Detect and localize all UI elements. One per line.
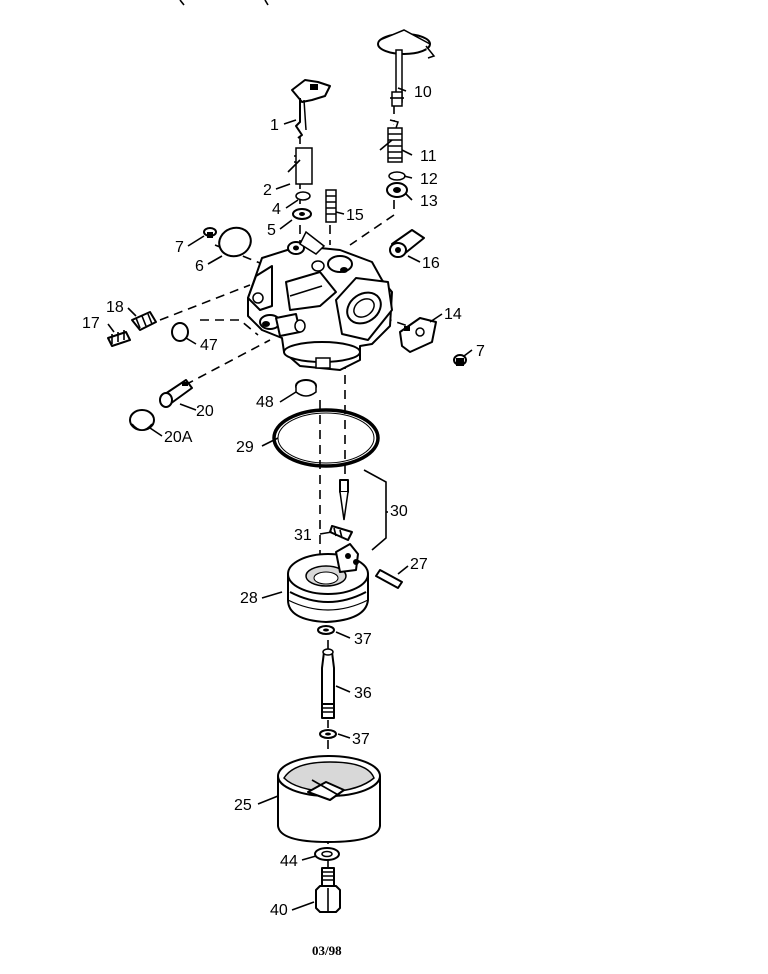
callout-12: 12: [420, 171, 438, 188]
callout-20: 20: [196, 403, 214, 420]
part-37-washer-lower: [319, 729, 337, 739]
callout-30: 30: [390, 503, 408, 520]
footer-date-code: 03/98: [312, 943, 342, 958]
assembly-dashed-lines: [159, 105, 421, 870]
callout-29: 29: [236, 439, 254, 456]
part-7-screw-right: [453, 354, 467, 366]
part-37-washer-upper: [317, 625, 335, 635]
part-10-lever: [377, 29, 436, 107]
callout-4: 4: [272, 201, 281, 218]
part-2-spring: [287, 147, 313, 185]
callout-27: 27: [410, 556, 428, 573]
callout-5: 5: [267, 222, 276, 239]
callout-47: 47: [200, 337, 218, 354]
callout-14: 14: [444, 306, 462, 323]
part-6-throttle-plate: [218, 226, 252, 258]
callout-11: 11: [420, 148, 437, 165]
callout-6: 6: [195, 258, 204, 275]
part-36-jet-tube: [321, 648, 335, 719]
part-20-nozzle: [159, 379, 193, 408]
callout-18: 18: [106, 299, 124, 316]
callout-31: 31: [294, 527, 312, 544]
part-31-needle: [329, 479, 353, 541]
callout-13: 13: [420, 193, 438, 210]
callout-labels: 1 2 4 5 7 6 10 11 12 13 15 16 14 7 18 17…: [82, 84, 485, 919]
part-18-spring: [131, 311, 157, 331]
part-14-cover: [399, 317, 437, 353]
part-5-seal: [292, 208, 312, 220]
part-28-float: [287, 543, 369, 623]
callout-44: 44: [280, 853, 298, 870]
part-15-screw: [325, 189, 337, 223]
callout-37-lower: 37: [352, 731, 370, 748]
callout-36: 36: [354, 685, 372, 702]
part-11-spring: [379, 119, 403, 163]
callout-48: 48: [256, 394, 274, 411]
part-25-bowl: [277, 755, 381, 843]
part-47-plug: [171, 322, 189, 342]
callout-7-left: 7: [175, 239, 184, 256]
part-1-throttle-lever: [291, 79, 331, 139]
part-12-washer: [388, 171, 406, 181]
callout-28: 28: [240, 590, 258, 607]
top-edge-artifact: [179, 0, 269, 6]
leader-lines: [107, 87, 473, 911]
carburetor-body: [247, 230, 393, 371]
callout-1: 1: [270, 117, 279, 134]
callout-37-upper: 37: [354, 631, 372, 648]
callout-2: 2: [263, 182, 272, 199]
part-16-fuel-inlet: [389, 229, 425, 258]
part-17-idle-screw: [107, 330, 131, 347]
part-4-washer: [295, 191, 311, 201]
callout-7-right: 7: [476, 343, 485, 360]
part-40-bowl-nut: [315, 867, 341, 913]
part-44-washer: [314, 847, 340, 861]
callout-40: 40: [270, 902, 288, 919]
part-27-pin: [375, 569, 403, 589]
part-48-seal: [295, 379, 317, 397]
callout-20a: 20A: [164, 429, 193, 446]
callout-25: 25: [234, 797, 252, 814]
part-20a-cap: [129, 409, 155, 431]
part-7-screw-left: [203, 227, 217, 238]
callout-10: 10: [414, 84, 432, 101]
callout-17: 17: [82, 315, 100, 332]
callout-16: 16: [422, 255, 440, 272]
part-30-bracket: [363, 469, 387, 551]
part-29-gasket: [272, 408, 380, 468]
part-13-seal: [386, 182, 408, 198]
callout-15: 15: [346, 207, 364, 224]
